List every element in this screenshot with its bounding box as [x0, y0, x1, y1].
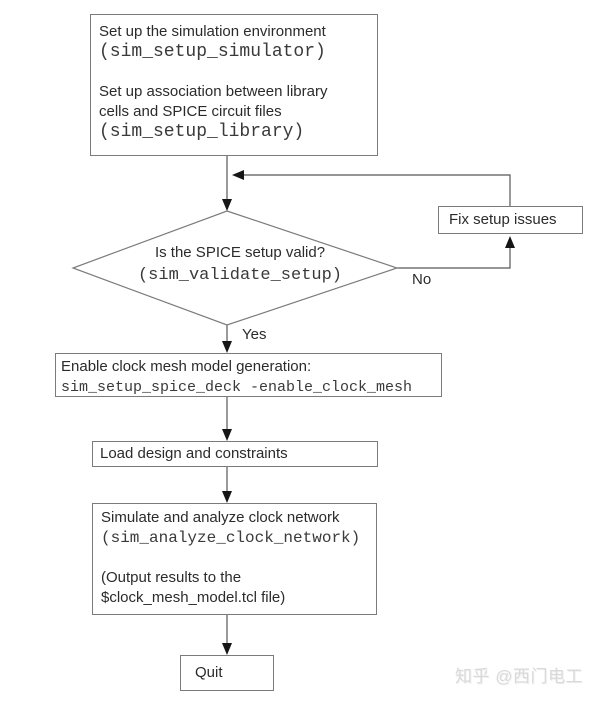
arrow-down-icon — [222, 341, 232, 353]
no-edge-label: No — [412, 271, 432, 288]
load-design-box: Load design and constraints — [92, 441, 378, 467]
setup-line-2: Set up association between library — [99, 83, 328, 100]
enable-line: Enable clock mesh model generation: — [61, 358, 312, 375]
arrow-up-icon — [505, 236, 515, 248]
blank-line — [101, 548, 368, 568]
decision-question: Is the SPICE setup valid? — [154, 244, 326, 261]
arrow-down-icon — [222, 199, 232, 211]
connector-fix-feedback — [243, 174, 511, 206]
simulate-output-line-1: (Output results to the — [101, 569, 242, 586]
simulate-output-line-2: $clock_mesh_model.tcl file) — [101, 589, 286, 606]
decision-diamond: Is the SPICE setup valid? (sim_validate_… — [80, 241, 400, 287]
yes-edge-label: Yes — [242, 326, 267, 343]
simulate-line-1: Simulate and analyze clock network — [101, 509, 340, 526]
zhihu-watermark: 知乎 @西门电工 — [455, 667, 583, 686]
enable-clock-mesh-box: Enable clock mesh model generation: sim_… — [55, 353, 442, 397]
arrow-left-icon — [232, 170, 244, 180]
setup-line-3: cells and SPICE circuit files — [99, 103, 282, 120]
quit-box: Quit — [180, 655, 274, 691]
setup-command-2: (sim_setup_library) — [99, 122, 305, 142]
setup-environment-box: Set up the simulation environment (sim_s… — [90, 14, 378, 156]
arrow-down-icon — [222, 643, 232, 655]
simulate-command: (sim_analyze_clock_network) — [101, 529, 361, 547]
arrow-down-icon — [222, 429, 232, 441]
blank-line — [99, 62, 369, 82]
connector-decision-no — [397, 247, 511, 269]
decision-command: (sim_validate_setup) — [137, 266, 343, 285]
fix-setup-issues-box: Fix setup issues — [438, 206, 583, 234]
simulate-analyze-box: Simulate and analyze clock network (sim_… — [92, 503, 377, 615]
enable-command: sim_setup_spice_deck -enable_clock_mesh — [61, 379, 413, 396]
setup-command-1: (sim_setup_simulator) — [99, 42, 326, 62]
setup-line-1: Set up the simulation environment — [99, 23, 326, 40]
arrow-down-icon — [222, 491, 232, 503]
